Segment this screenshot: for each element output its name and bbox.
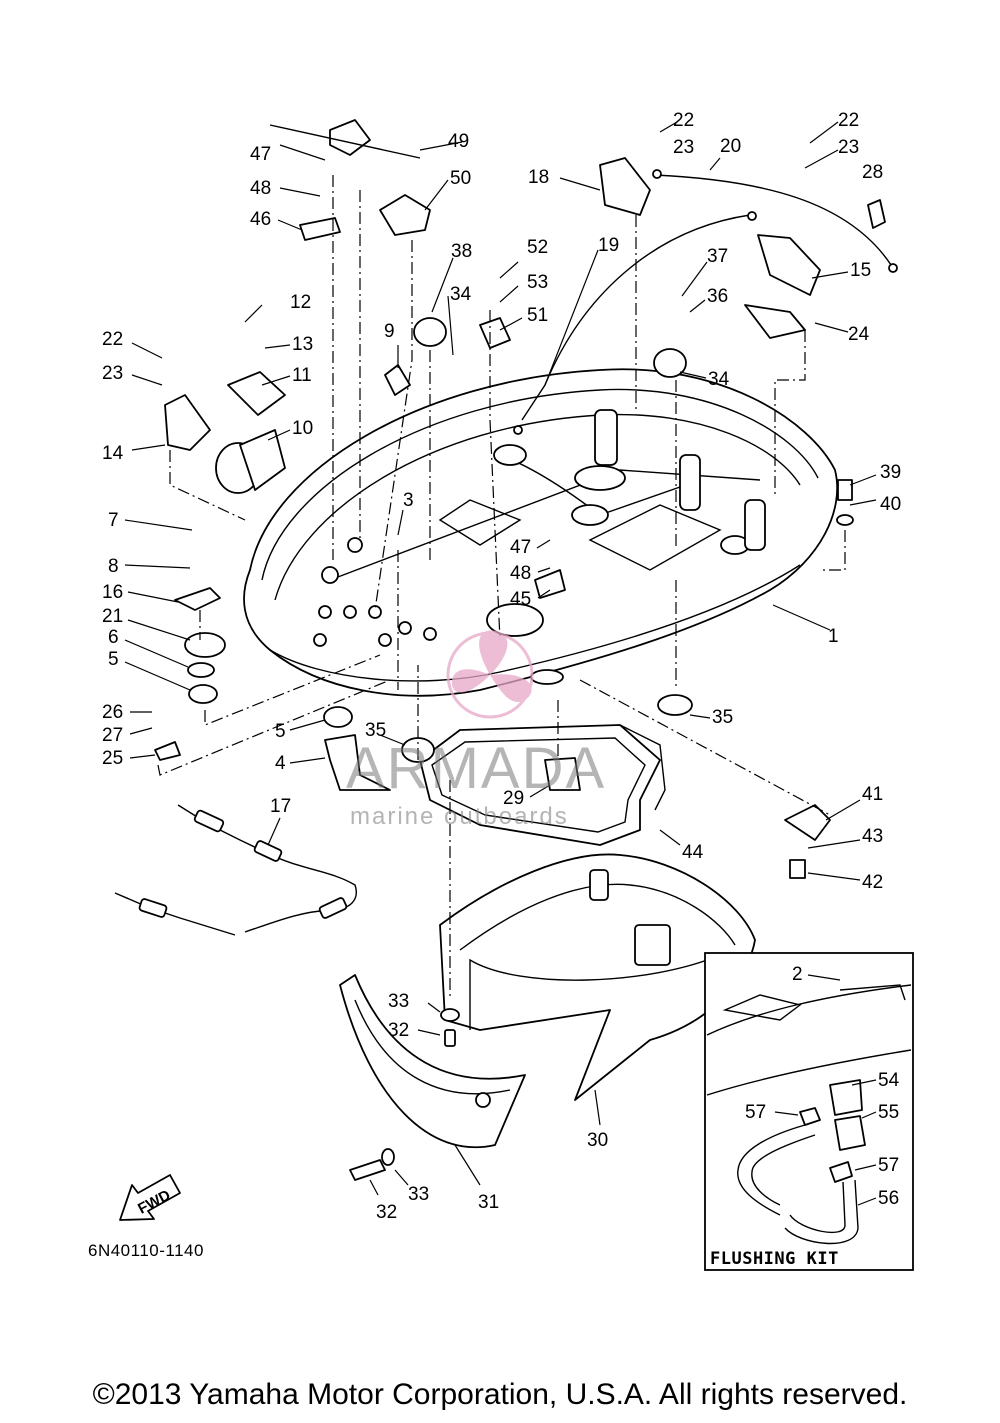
callout-13: 13 xyxy=(292,334,313,355)
callout-12: 12 xyxy=(290,292,311,313)
watermark: ARMADA marine outboards xyxy=(346,735,656,830)
callout-36: 36 xyxy=(707,286,728,307)
callout-35-b: 35 xyxy=(365,720,386,741)
callout-37: 37 xyxy=(707,246,728,267)
callout-23-c: 23 xyxy=(102,363,123,384)
callout-31: 31 xyxy=(478,1192,499,1213)
callout-11: 11 xyxy=(292,365,312,386)
watermark-name: ARMADA xyxy=(346,736,607,801)
callout-17: 17 xyxy=(270,796,291,817)
callout-42: 42 xyxy=(862,872,883,893)
side-cover xyxy=(339,974,526,1149)
callout-52: 52 xyxy=(527,237,548,258)
callout-48-a: 48 xyxy=(250,178,271,199)
callout-8: 8 xyxy=(108,556,119,577)
callout-22-b: 22 xyxy=(838,110,859,131)
callout-4: 4 xyxy=(275,753,286,774)
callout-33-a: 33 xyxy=(388,991,409,1012)
callout-16: 16 xyxy=(102,582,123,603)
callout-57-a: 57 xyxy=(745,1102,766,1123)
callout-10: 10 xyxy=(292,418,313,439)
callout-26: 26 xyxy=(102,702,123,723)
callout-29: 29 xyxy=(503,788,524,809)
callout-55: 55 xyxy=(878,1102,899,1123)
callout-41: 41 xyxy=(862,784,883,805)
callout-35-a: 35 xyxy=(712,707,733,728)
cable-assembly xyxy=(114,804,357,936)
callout-24: 24 xyxy=(848,324,870,345)
callout-50: 50 xyxy=(450,168,471,189)
callout-39: 39 xyxy=(880,462,901,483)
callout-56: 56 xyxy=(878,1188,899,1209)
callout-5-a: 5 xyxy=(275,721,286,742)
callout-47-a: 47 xyxy=(250,144,271,165)
callout-34-b: 34 xyxy=(708,369,730,390)
flushing-kit-label: FLUSHING KIT xyxy=(710,1249,839,1269)
callout-32-a: 32 xyxy=(388,1020,409,1041)
callout-57-b: 57 xyxy=(878,1155,899,1176)
callout-18: 18 xyxy=(528,167,549,188)
callout-9: 9 xyxy=(384,321,395,342)
callout-53: 53 xyxy=(527,272,548,293)
leader-lines xyxy=(124,121,877,1206)
callout-34-a: 34 xyxy=(450,284,472,305)
callout-7: 7 xyxy=(108,510,119,531)
callout-23-b: 23 xyxy=(838,137,859,158)
callout-22-c: 22 xyxy=(102,329,123,350)
callout-38: 38 xyxy=(451,241,472,262)
watermark-logo xyxy=(446,630,534,719)
callout-47-b: 47 xyxy=(510,537,531,558)
callout-14: 14 xyxy=(102,443,124,464)
watermark-subtitle: marine outboards xyxy=(350,803,569,830)
callout-1: 1 xyxy=(828,626,839,647)
assembly-lines xyxy=(157,175,849,1080)
callout-43: 43 xyxy=(862,826,883,847)
callout-51: 51 xyxy=(527,305,548,326)
flushing-kit-inset xyxy=(704,952,914,1271)
seal-gasket xyxy=(419,724,666,846)
callout-45: 45 xyxy=(510,589,531,610)
fwd-arrow-icon: FWD xyxy=(119,1174,181,1221)
copyright-notice: ©2013 Yamaha Motor Corporation, U.S.A. A… xyxy=(92,1378,908,1411)
callout-25: 25 xyxy=(102,748,123,769)
callout-3: 3 xyxy=(403,490,414,511)
callout-2: 2 xyxy=(792,964,803,985)
callout-23-a: 23 xyxy=(673,137,694,158)
callout-32-b: 32 xyxy=(376,1202,397,1223)
callout-20: 20 xyxy=(720,136,741,157)
diagram-code: 6N40110-1140 xyxy=(88,1241,204,1260)
callout-15: 15 xyxy=(850,260,871,281)
bottom-cowling xyxy=(243,368,839,697)
callout-44: 44 xyxy=(682,842,704,863)
callout-numbers: 1 2 3 4 5 5 6 7 8 9 10 11 12 13 14 15 16… xyxy=(102,110,901,1223)
callout-30: 30 xyxy=(587,1130,608,1151)
callout-27: 27 xyxy=(102,725,123,746)
callout-22-a: 22 xyxy=(673,110,694,131)
callout-6: 6 xyxy=(108,627,119,648)
callout-19: 19 xyxy=(598,235,619,256)
callout-48-b: 48 xyxy=(510,563,531,584)
callout-49: 49 xyxy=(448,131,469,152)
callout-21: 21 xyxy=(102,606,123,627)
callout-46: 46 xyxy=(250,209,271,230)
callout-5-b: 5 xyxy=(108,649,119,670)
callout-40: 40 xyxy=(880,494,901,515)
under-cover xyxy=(439,853,756,1101)
callout-28: 28 xyxy=(862,162,883,183)
callout-33-b: 33 xyxy=(408,1184,429,1205)
hardware-parts xyxy=(154,119,898,1181)
callout-54: 54 xyxy=(878,1070,900,1091)
